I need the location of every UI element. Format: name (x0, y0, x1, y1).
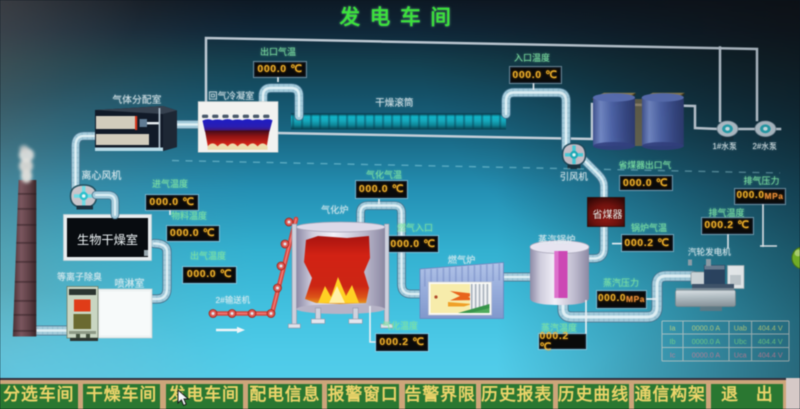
svg-text:0000.0 A: 0000.0 A (692, 337, 721, 346)
svg-text:0000.0 A: 0000.0 A (692, 350, 721, 359)
svg-text:Ia: Ia (670, 324, 676, 333)
svg-text:Ic: Ic (670, 350, 676, 359)
svg-text:0000.0 A: 0000.0 A (692, 324, 721, 333)
svg-text:Uab: Uab (734, 324, 747, 333)
svg-text:404.4 V: 404.4 V (758, 350, 783, 359)
svg-text:Uca: Uca (734, 350, 747, 359)
svg-text:Ib: Ib (670, 337, 676, 346)
svg-text:Ubc: Ubc (734, 337, 747, 346)
svg-text:404.4 V: 404.4 V (758, 324, 783, 333)
svg-text:404.4 V: 404.4 V (758, 337, 783, 346)
